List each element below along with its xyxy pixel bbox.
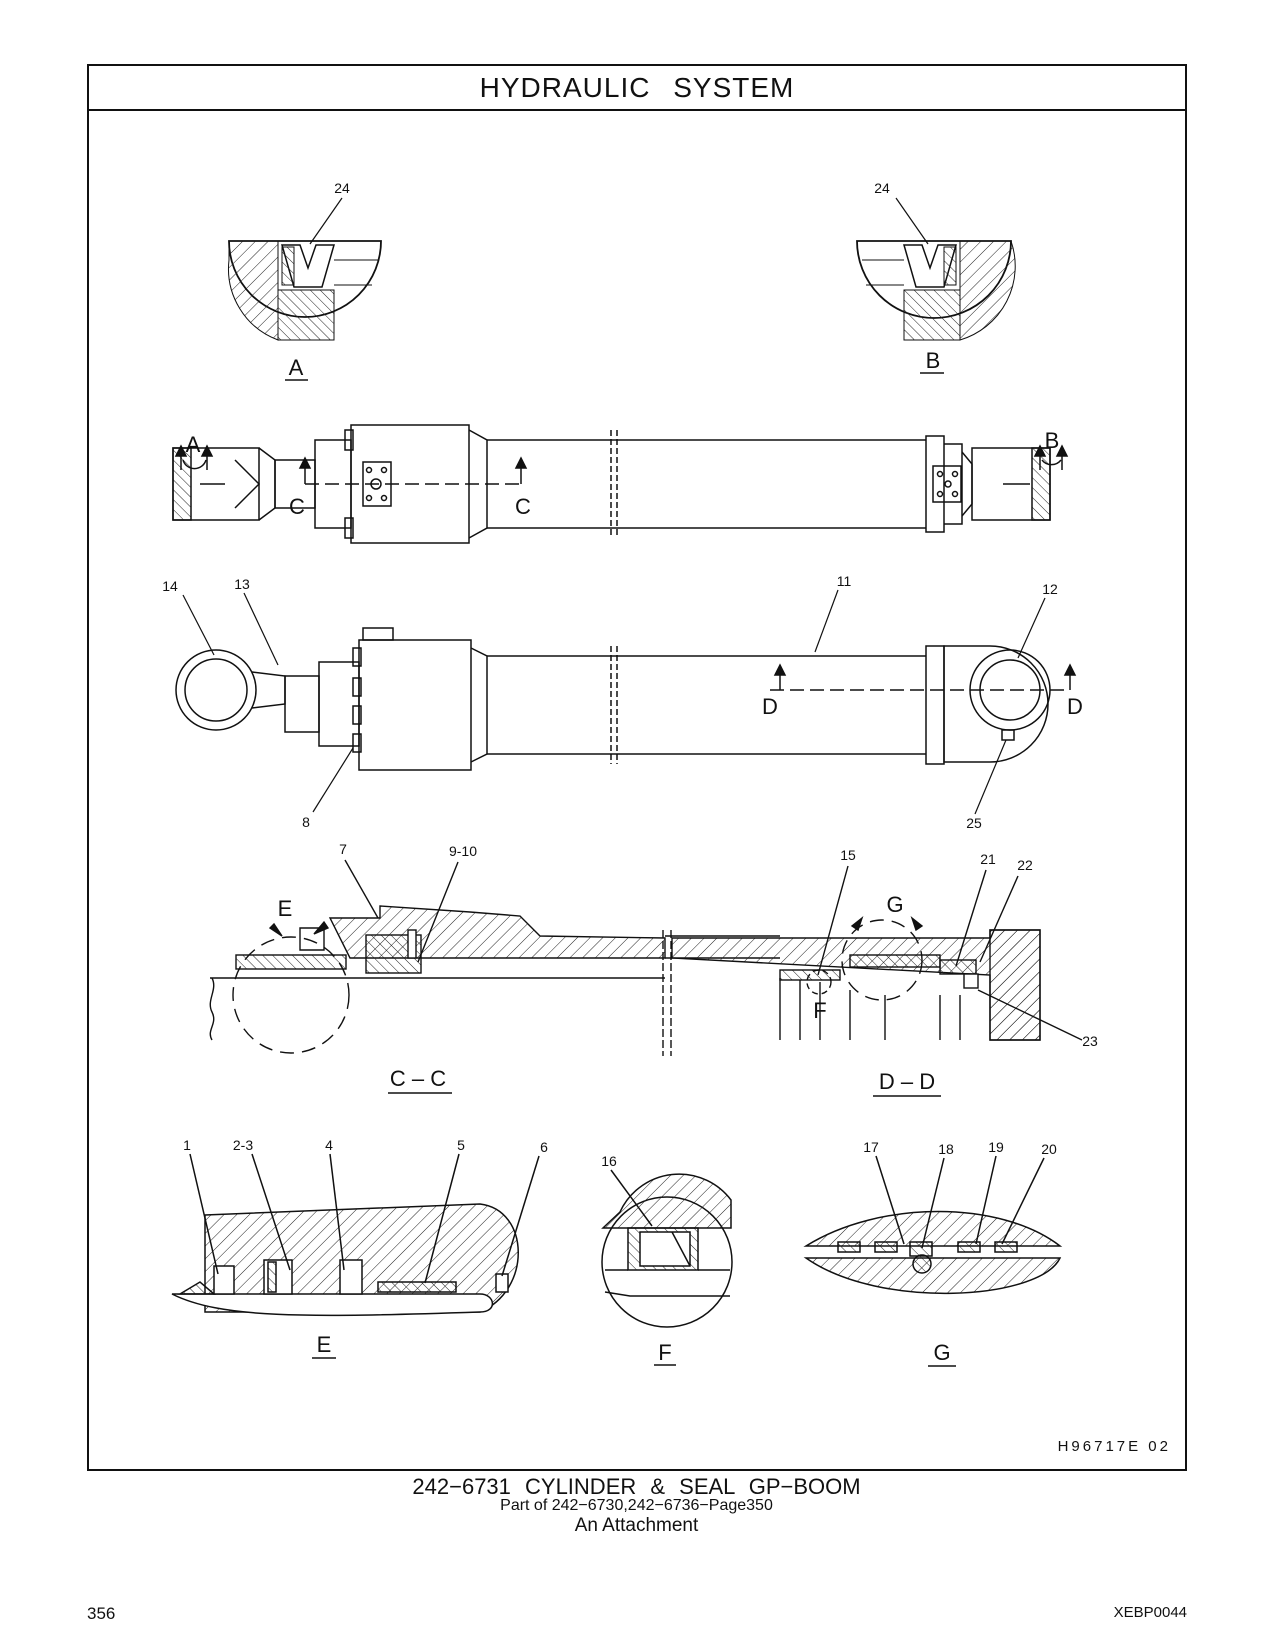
callout-7: 7 — [339, 841, 347, 857]
view-label-f: F — [658, 1340, 671, 1365]
section-label-c-c: C – C — [390, 1066, 446, 1091]
callout-24-b: 24 — [874, 180, 890, 196]
section-label-d-d: D – D — [879, 1069, 935, 1094]
diagram-frame: HYDRAULIC SYSTEM H96717E 02 — [87, 64, 1187, 1471]
callout-4: 4 — [325, 1137, 333, 1153]
detail-view-g — [803, 1155, 1063, 1294]
cylinder-side-view — [175, 627, 1077, 771]
callout-13: 13 — [234, 576, 250, 592]
callout-22: 22 — [1017, 857, 1033, 873]
callout-12: 12 — [1042, 581, 1058, 597]
section-marker-b: B — [1045, 428, 1060, 453]
callout-14: 14 — [162, 578, 178, 594]
section-marker-c-left: C — [289, 494, 305, 519]
view-label-b: B — [926, 348, 941, 373]
drawing-reference: H96717E 02 — [1057, 1438, 1171, 1455]
callout-1: 1 — [183, 1137, 191, 1153]
caption-main: 242−6731 CYLINDER & SEAL GP−BOOM — [412, 1474, 861, 1499]
callout-9-10: 9-10 — [449, 843, 477, 859]
leader-lines-side-view — [182, 589, 1046, 815]
callout-24-a: 24 — [334, 180, 350, 196]
document-code: XEBP0044 — [1113, 1604, 1187, 1621]
callout-8: 8 — [302, 814, 310, 830]
callout-11: 11 — [837, 573, 852, 589]
callout-21: 21 — [980, 851, 996, 867]
callout-25: 25 — [966, 815, 982, 831]
section-marker-a: A — [186, 432, 201, 457]
callout-18: 18 — [938, 1141, 954, 1157]
section-marker-d-right: D — [1067, 694, 1083, 719]
view-label-g: G — [933, 1340, 950, 1365]
section-d-d — [671, 865, 1083, 1041]
detail-view-b — [856, 197, 1016, 341]
detail-view-e — [171, 1153, 540, 1317]
section-c-c — [209, 859, 780, 1056]
detail-marker-f: F — [813, 998, 826, 1023]
callout-6: 6 — [540, 1139, 548, 1155]
callout-23: 23 — [1082, 1033, 1098, 1049]
page-number: 356 — [87, 1604, 116, 1623]
view-label-a: A — [289, 355, 304, 380]
detail-marker-e: E — [278, 896, 293, 921]
detail-view-f — [601, 1169, 733, 1328]
section-marker-c-right: C — [515, 494, 531, 519]
callout-20: 20 — [1041, 1141, 1057, 1157]
callout-2-3: 2-3 — [233, 1137, 253, 1153]
callout-17: 17 — [863, 1139, 879, 1155]
detail-view-a — [228, 197, 382, 341]
cylinder-top-view — [172, 424, 1069, 544]
callout-19: 19 — [988, 1139, 1004, 1155]
caption-attachment: An Attachment — [574, 1515, 699, 1536]
detail-marker-g: G — [886, 892, 903, 917]
caption-part-of: Part of 242−6730,242−6736−Page350 — [500, 1497, 773, 1514]
section-marker-d-left: D — [762, 694, 778, 719]
page-title: HYDRAULIC SYSTEM — [89, 66, 1185, 111]
view-label-e: E — [317, 1332, 332, 1357]
callout-16: 16 — [601, 1153, 617, 1169]
callout-15: 15 — [840, 847, 856, 863]
callout-5: 5 — [457, 1137, 465, 1153]
